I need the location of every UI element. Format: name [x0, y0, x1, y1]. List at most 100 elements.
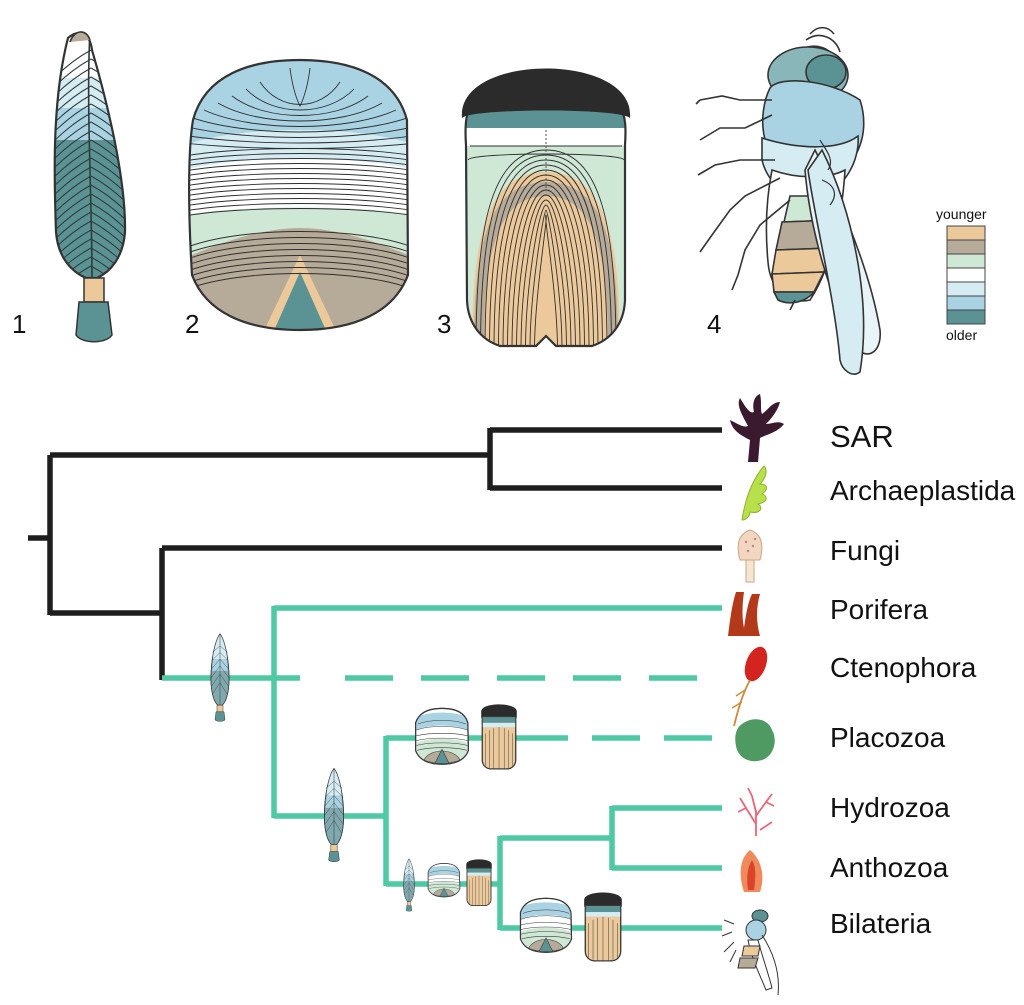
disc-line: [189, 163, 408, 172]
shield-line: [511, 189, 581, 346]
disc-fossil-marker: [427, 863, 461, 898]
shield-line: [529, 209, 563, 346]
legend-swatch-tan: [946, 225, 986, 241]
taxon-label-sar: SAR: [830, 419, 894, 454]
taxon-label-placozoa: Placozoa: [830, 722, 946, 753]
taxon-label-archaeplastida: Archaeplastida: [830, 475, 1016, 506]
legend-swatch-mint: [946, 253, 986, 269]
placozoan-blob-icon: [735, 719, 775, 762]
age-legend: younger older: [936, 206, 987, 343]
disc-line: [189, 188, 408, 197]
disc-line: [217, 102, 383, 122]
frond-fossil-marker: [323, 768, 345, 863]
disc-line: [189, 231, 408, 249]
phylogenetic-tree: [28, 427, 722, 962]
frond-fossil-marker: [403, 858, 415, 912]
taxon-labels: SAR Archaeplastida Fungi Porifera Ctenop…: [830, 419, 1016, 939]
taxon-label-bilateria: Bilateria: [830, 908, 932, 939]
disc-line: [289, 67, 311, 108]
frond-vein: [90, 220, 126, 252]
disc-fossil-marker: [415, 707, 469, 765]
shield-fossil-marker: [583, 891, 623, 962]
frond-vein: [90, 175, 126, 207]
taxon-label-fungi: Fungi: [830, 535, 900, 566]
red-seaweed-icon: [730, 394, 784, 462]
sea-anemone-icon: [740, 850, 763, 892]
legend-color-ramp: [946, 225, 986, 325]
disc-line: [231, 95, 369, 116]
disc-line: [189, 193, 408, 202]
panel-label-2: 2: [185, 309, 199, 339]
disc-line: [189, 198, 408, 207]
frond-vein: [90, 211, 126, 243]
disc-line: [259, 81, 341, 105]
panel-label-4: 4: [707, 309, 721, 339]
hydroid-branch-icon: [737, 787, 775, 836]
frond-vein: [90, 193, 126, 225]
comb-jelly-icon: [731, 646, 768, 727]
frond-vein: [90, 139, 126, 171]
shield-fossil-marker: [480, 703, 518, 770]
disc-line: [189, 173, 408, 182]
disc-line: [189, 116, 408, 133]
mushroom-icon: [737, 529, 763, 583]
frond-fossil-marker: [210, 633, 230, 722]
disc-line: [189, 237, 408, 255]
disc-line: [189, 273, 408, 291]
disc-line: [189, 148, 408, 157]
legend-swatch-blue_pale: [946, 281, 986, 297]
shield-line: [516, 194, 576, 346]
frond-vein: [90, 184, 126, 216]
legend-older-label: older: [946, 327, 977, 343]
taxon-label-anthozoa: Anthozoa: [830, 852, 949, 883]
taxon-label-hydrozoa: Hydrozoa: [830, 792, 950, 823]
disc-line: [189, 168, 408, 177]
frond-vein: [54, 265, 92, 278]
shield-line: [520, 199, 572, 346]
disc-line: [189, 208, 408, 217]
legend-swatch-white: [946, 267, 986, 283]
taxon-label-ctenophora: Ctenophora: [830, 652, 977, 683]
legend-swatch-taupe: [946, 239, 986, 255]
fly-icon: [721, 909, 779, 996]
frond-vein: [90, 238, 126, 270]
shield-line: [525, 204, 567, 346]
legend-swatch-teal_dark: [946, 309, 986, 325]
shield-line: [534, 214, 558, 346]
tree-black-branches: [28, 427, 722, 680]
disc-line: [189, 267, 408, 285]
taxon-label-porifera: Porifera: [830, 594, 928, 625]
disc-line: [203, 109, 397, 127]
disc-line: [189, 153, 408, 162]
disc-line: [189, 243, 408, 261]
disc-line: [189, 158, 408, 167]
frond-vein: [90, 121, 126, 153]
disc-line: [189, 261, 408, 279]
frond-fossil-illustration: [53, 31, 127, 343]
disc-line: [189, 178, 408, 187]
disc-line: [245, 88, 355, 111]
panel-label-1: 1: [12, 309, 26, 339]
disc-line: [189, 203, 408, 212]
disc-line: [189, 255, 408, 273]
disc-line: [189, 123, 408, 138]
shield-line: [489, 164, 603, 346]
disc-fossil-illustration: [188, 58, 410, 332]
disc-line: [189, 183, 408, 192]
sponge-icon: [728, 592, 760, 636]
panel-label-3: 3: [437, 309, 451, 339]
green-fern-icon: [741, 465, 767, 521]
legend-younger-label: younger: [936, 206, 987, 222]
fly-illustration: [695, 26, 881, 375]
frond-vein: [90, 202, 126, 234]
shield-fossil-marker: [465, 858, 493, 907]
shield-line: [507, 184, 585, 346]
shield-fossil-illustration: [461, 68, 631, 348]
legend-swatch-blue_light: [946, 295, 986, 311]
frond-vein: [90, 247, 126, 278]
frond-vein: [90, 130, 126, 162]
disc-fossil-marker: [519, 897, 573, 953]
frond-vein: [90, 148, 126, 180]
